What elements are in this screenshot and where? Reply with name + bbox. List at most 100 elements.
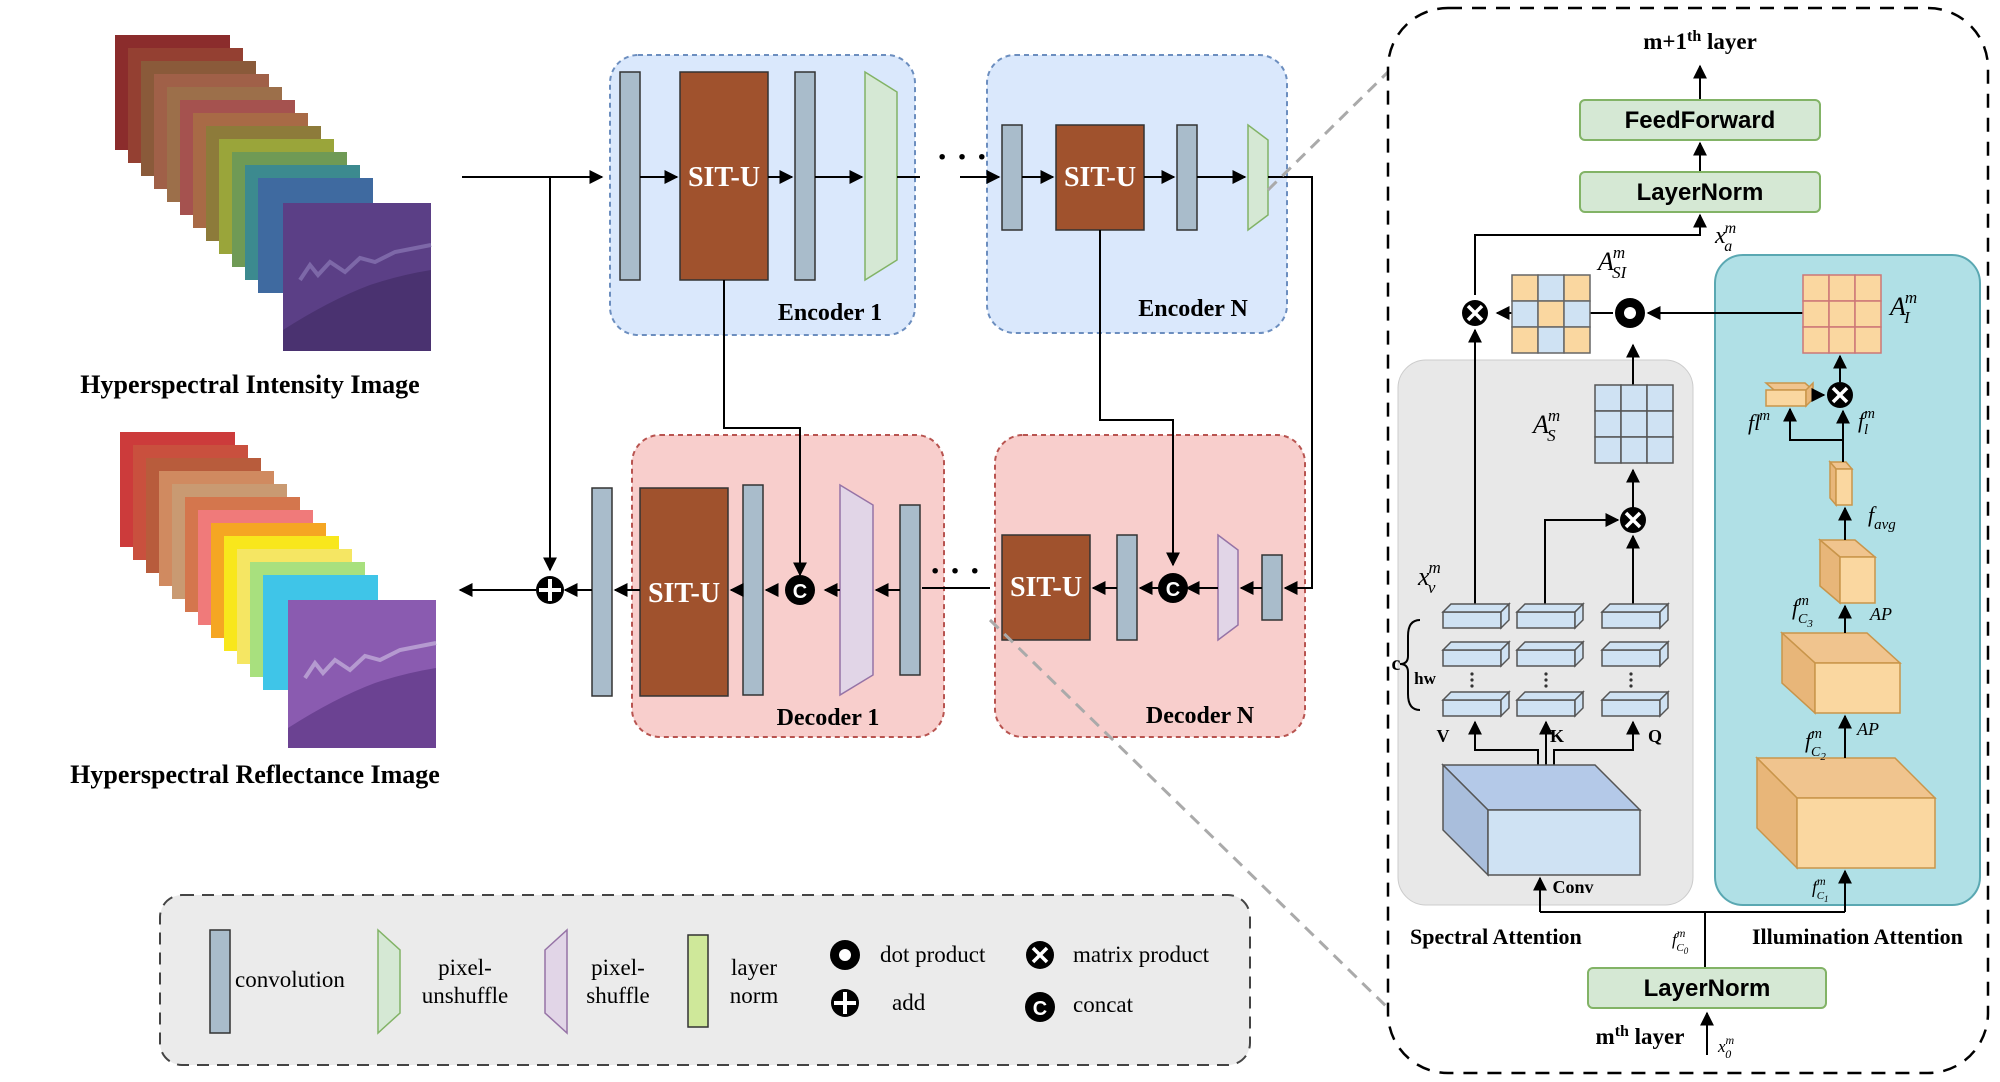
encoder-n-label: Encoder N bbox=[1138, 296, 1248, 322]
encoder-n-situ-label: SIT-U bbox=[1064, 162, 1136, 193]
feedforward-label: FeedForward bbox=[1625, 107, 1776, 134]
matrix-product-node-spectral bbox=[1620, 507, 1646, 533]
legend-pixel-unshuffle-label-2: unshuffle bbox=[422, 983, 508, 1008]
ap1-label: AP bbox=[1869, 604, 1892, 624]
decoder-ellipsis: · · · bbox=[929, 553, 980, 590]
encoder-n-conv-b bbox=[1176, 124, 1198, 231]
matrix-product-node-illumination bbox=[1827, 382, 1853, 408]
decoder-1-conv-out bbox=[591, 487, 613, 697]
fc3-cube bbox=[1817, 538, 1878, 605]
decoder-1-label: Decoder 1 bbox=[777, 705, 880, 731]
feedforward-block bbox=[1579, 99, 1821, 141]
layernorm-top-label: LayerNorm bbox=[1637, 179, 1764, 206]
conv-cube bbox=[1441, 763, 1642, 877]
dot-product-node bbox=[1615, 298, 1645, 328]
hw-label: hw bbox=[1414, 669, 1436, 688]
asi-matrix bbox=[1511, 274, 1591, 354]
q-label: Q bbox=[1648, 726, 1662, 746]
encoder-n-situ bbox=[1055, 124, 1145, 231]
zoom-line-top bbox=[1266, 68, 1392, 192]
legend-pixel-shuffle-label-2: shuffle bbox=[586, 983, 649, 1008]
illumination-attention-label: Illumination Attention bbox=[1752, 924, 1963, 949]
encoder-1-situ bbox=[679, 71, 769, 281]
legend-convolution-label: convolution bbox=[235, 967, 345, 992]
favg-label: favg bbox=[1868, 502, 1896, 533]
reflectance-image-label: Hyperspectral Reflectance Image bbox=[70, 760, 440, 789]
vkq-arrows bbox=[1468, 720, 1640, 768]
encoder-n-conv-a bbox=[1001, 124, 1023, 231]
bottom-layer-label: mth layer bbox=[1596, 1023, 1685, 1050]
encoder-n-pixel-unshuffle bbox=[1247, 123, 1269, 232]
ap2-label: AP bbox=[1856, 719, 1879, 739]
favg-cube bbox=[1828, 459, 1854, 508]
legend-pixel-unshuffle-icon bbox=[377, 928, 401, 1035]
c-brace bbox=[1399, 619, 1421, 711]
illumination-arrows bbox=[1783, 354, 1852, 912]
decoder-n-label: Decoder N bbox=[1146, 703, 1255, 729]
zoom-line-bottom bbox=[988, 618, 1392, 1012]
legend-layer-norm-label-1: layer bbox=[731, 955, 777, 980]
legend-concat-label: concat bbox=[1073, 992, 1134, 1017]
layernorm-bottom-label: LayerNorm bbox=[1644, 975, 1771, 1002]
reflectance-image-stack bbox=[120, 432, 437, 748]
conv-label: Conv bbox=[1552, 877, 1593, 897]
intensity-image-label: Hyperspectral Intensity Image bbox=[80, 370, 419, 399]
decoder-1-pixel-shuffle bbox=[839, 483, 874, 697]
legend-add-label: add bbox=[892, 990, 926, 1015]
decoder-1-situ bbox=[639, 487, 729, 697]
encoder-ellipsis: · · · bbox=[936, 139, 987, 176]
encoder-1-pixel-unshuffle bbox=[864, 70, 898, 282]
encoder-1-conv-b bbox=[794, 71, 816, 281]
layernorm-bottom-block bbox=[1587, 967, 1827, 1009]
decoder-n-situ bbox=[1001, 534, 1091, 641]
decoder-n-conv-a bbox=[1116, 534, 1138, 641]
pipeline-arrows bbox=[458, 170, 1313, 597]
legend-concat-icon: C bbox=[1025, 992, 1055, 1022]
svg-text:C: C bbox=[1033, 998, 1047, 1020]
svg-text:C: C bbox=[793, 581, 807, 603]
legend-layer-norm-label-2: norm bbox=[730, 983, 779, 1008]
decoder-n-situ-label: SIT-U bbox=[1010, 572, 1082, 603]
decoder-1-conv-a bbox=[742, 484, 764, 696]
legend-add-icon bbox=[831, 989, 859, 1017]
fc2-cube bbox=[1780, 631, 1902, 715]
legend-pixel-shuffle-label-1: pixel- bbox=[591, 955, 645, 980]
spectral-attention-label: Spectral Attention bbox=[1410, 924, 1582, 949]
concat-node-decoder-1: C bbox=[785, 575, 815, 605]
encoder-1-situ-label: SIT-U bbox=[688, 162, 760, 193]
legend-dot-product-label: dot product bbox=[880, 942, 986, 967]
encoder-1-conv-a bbox=[619, 71, 641, 281]
svg-text:C: C bbox=[1166, 579, 1180, 601]
decoder-1-conv-b bbox=[899, 504, 921, 676]
token-ellipsis bbox=[1470, 672, 1633, 688]
v-label: V bbox=[1437, 726, 1450, 746]
as-matrix bbox=[1594, 384, 1674, 464]
fl-left-label: flm bbox=[1748, 408, 1770, 435]
k-label: K bbox=[1550, 726, 1564, 746]
fc1-cube bbox=[1755, 756, 1937, 870]
legend-dot-product-icon bbox=[830, 940, 860, 970]
legend-convolution-icon bbox=[209, 929, 231, 1034]
decoder-n-conv-b bbox=[1261, 554, 1283, 621]
legend-pixel-shuffle-icon bbox=[544, 928, 568, 1035]
ai-matrix bbox=[1802, 274, 1882, 354]
top-layer-label: m+1th layer bbox=[1643, 28, 1757, 55]
intensity-image-stack bbox=[115, 35, 432, 351]
token-stacks bbox=[1441, 602, 1670, 718]
legend-layer-norm-icon bbox=[687, 934, 709, 1028]
legend-matrix-product-icon bbox=[1026, 941, 1054, 969]
matrix-product-node-top bbox=[1462, 300, 1488, 326]
legend-pixel-unshuffle-label-1: pixel- bbox=[438, 955, 492, 980]
legend-matrix-product-label: matrix product bbox=[1073, 942, 1210, 967]
